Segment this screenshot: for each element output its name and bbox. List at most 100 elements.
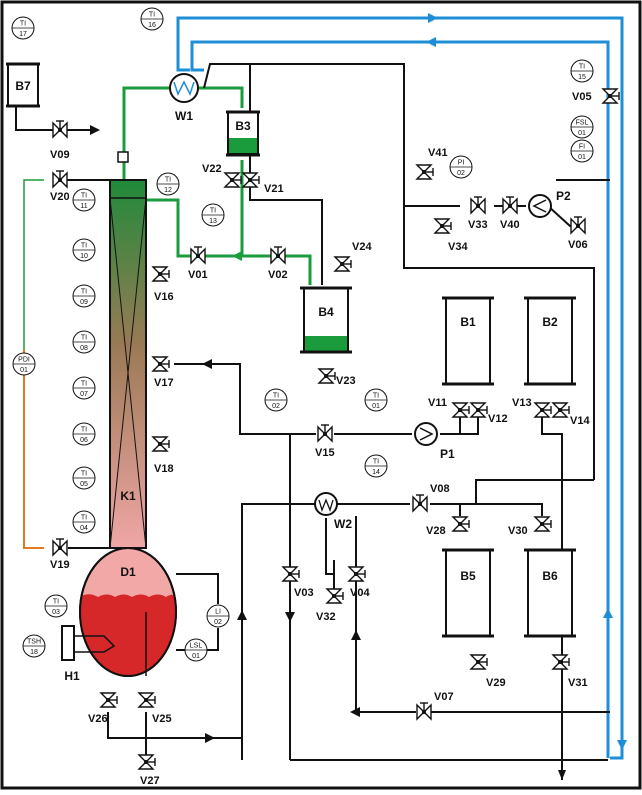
instrument-tag: TSH bbox=[27, 639, 41, 646]
valve-v11[interactable]: V11 bbox=[428, 397, 470, 418]
valve-v19[interactable]: V19 bbox=[50, 538, 70, 571]
instrument-tag: TI bbox=[210, 208, 216, 215]
valve-v25[interactable]: V25 bbox=[137, 692, 172, 725]
instrument-tag: TI bbox=[579, 64, 585, 71]
valve-label: V23 bbox=[336, 375, 356, 387]
valve-v08[interactable]: V08 bbox=[412, 483, 450, 513]
vessel-b6 bbox=[527, 549, 573, 637]
valve-v22[interactable]: V22 bbox=[202, 163, 242, 188]
valve-v40[interactable]: V40 bbox=[500, 196, 520, 231]
instrument-tag: TI bbox=[53, 599, 59, 606]
exchanger-w2-label: W2 bbox=[334, 517, 352, 531]
valve-v28[interactable]: V28 bbox=[426, 516, 470, 537]
vessel-b7-label: B7 bbox=[15, 79, 31, 93]
valve-v32[interactable]: V32 bbox=[316, 588, 344, 623]
pump-p2-label: P2 bbox=[556, 189, 571, 203]
valve-label: V17 bbox=[154, 377, 174, 389]
pump-p2 bbox=[528, 194, 552, 218]
valve-v12[interactable]: V12 bbox=[469, 402, 508, 425]
exchanger-w2 bbox=[314, 492, 338, 516]
valve-label: V41 bbox=[428, 147, 448, 159]
instrument-ti-03: TI 03 bbox=[44, 594, 68, 618]
valve-v34[interactable]: V34 bbox=[433, 218, 468, 253]
instrument-tag: TI bbox=[81, 381, 87, 388]
valve-v27[interactable]: V27 bbox=[137, 754, 160, 787]
instrument-number: 03 bbox=[52, 609, 60, 616]
instrument-tag: TI bbox=[273, 393, 279, 400]
valve-v16[interactable]: V16 bbox=[151, 266, 174, 303]
instrument-number: 11 bbox=[80, 203, 87, 210]
instrument-tag: PI bbox=[458, 160, 465, 167]
vessel-b4-label: B4 bbox=[318, 305, 334, 319]
valve-label: V32 bbox=[316, 611, 336, 623]
vessel-b2-label: B2 bbox=[542, 315, 558, 329]
valve-v13[interactable]: V13 bbox=[512, 397, 552, 418]
instrument-number: 02 bbox=[457, 170, 465, 177]
process-arrows bbox=[90, 125, 566, 780]
valve-label: V18 bbox=[154, 463, 174, 475]
valve-v24[interactable]: V24 bbox=[333, 241, 372, 272]
valve-v04[interactable]: V04 bbox=[347, 566, 370, 599]
instrument-tag: TI bbox=[373, 393, 379, 400]
valve-v02[interactable]: V02 bbox=[268, 246, 288, 281]
valve-v29[interactable]: V29 bbox=[469, 654, 506, 689]
valve-v06[interactable]: V06 bbox=[568, 216, 588, 251]
valve-v41[interactable]: V41 bbox=[415, 147, 448, 180]
valve-v31[interactable]: V31 bbox=[551, 654, 588, 689]
valve-v17[interactable]: V17 bbox=[151, 356, 174, 389]
vessel-b2 bbox=[527, 297, 573, 385]
heater-h1-label: H1 bbox=[64, 669, 80, 683]
valve-v20[interactable]: V20 bbox=[50, 170, 70, 203]
cooling-water-arrows bbox=[426, 13, 627, 750]
valve-v14[interactable]: V14 bbox=[551, 402, 590, 427]
instrument-number: 18 bbox=[30, 649, 38, 656]
process-lines bbox=[15, 63, 610, 780]
valve-v01[interactable]: V01 bbox=[188, 246, 208, 281]
valve-v03[interactable]: V03 bbox=[281, 566, 314, 599]
instrument-number: 17 bbox=[19, 31, 27, 38]
instrument-tag: LI bbox=[215, 609, 221, 616]
instrument-tag: TI bbox=[20, 21, 26, 28]
valve-v21[interactable]: V21 bbox=[241, 172, 284, 195]
valve-v26[interactable]: V26 bbox=[88, 692, 118, 725]
instrument-number: 01 bbox=[578, 130, 586, 137]
pdi-low-line bbox=[23, 350, 44, 549]
instrument-pi-02: PI 02 bbox=[449, 155, 473, 179]
valve-v33[interactable]: V33 bbox=[468, 196, 488, 231]
valve-v15[interactable]: V15 bbox=[315, 424, 335, 459]
valve-v05[interactable]: V05 bbox=[572, 88, 620, 104]
valve-label: V34 bbox=[448, 241, 468, 253]
valve-v30[interactable]: V30 bbox=[508, 516, 552, 537]
pump-p1 bbox=[414, 422, 438, 446]
instrument-number: 01 bbox=[372, 403, 380, 410]
valve-v23[interactable]: V23 bbox=[317, 368, 356, 387]
instrument-tag: TI bbox=[81, 243, 87, 250]
instrument-tag: PDI bbox=[18, 357, 30, 364]
valve-v18[interactable]: V18 bbox=[151, 436, 174, 475]
condenser-w1 bbox=[169, 73, 199, 103]
instrument-tag: FSL bbox=[576, 120, 589, 127]
instrument-tag: TI bbox=[149, 12, 155, 19]
instrument-number: 12 bbox=[164, 187, 172, 194]
distillate-arrows bbox=[232, 251, 242, 261]
valve-label: V19 bbox=[50, 559, 70, 571]
valve-v07[interactable]: V07 bbox=[416, 691, 454, 721]
valve-label: V28 bbox=[426, 525, 446, 537]
valve-label: V04 bbox=[350, 587, 370, 599]
valve-label: V07 bbox=[434, 691, 454, 703]
valve-v09[interactable]: V09 bbox=[50, 120, 70, 161]
